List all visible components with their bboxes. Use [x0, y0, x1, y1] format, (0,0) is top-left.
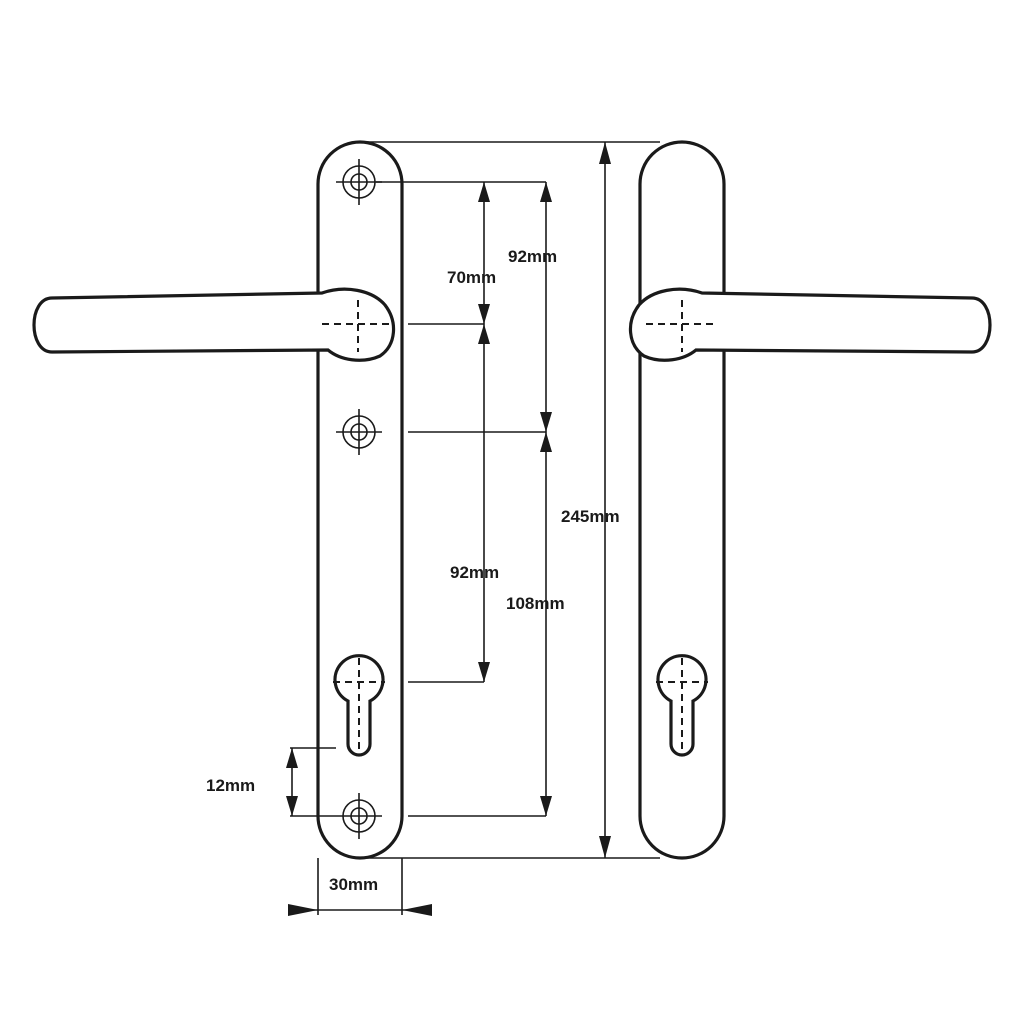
left-middle-screw: [336, 409, 382, 455]
right-cylinder-cutout: [656, 654, 708, 757]
dimension-12mm: 12mm: [206, 748, 298, 816]
label-245mm: 245mm: [561, 507, 620, 526]
right-handle-assembly: [629, 140, 992, 860]
dimension-108mm: 108mm: [506, 432, 565, 816]
dimension-70mm: 70mm: [447, 182, 496, 324]
label-30mm: 30mm: [329, 875, 378, 894]
left-handle-assembly: [32, 140, 404, 860]
label-92mm-lower: 92mm: [450, 563, 499, 582]
dimension-92mm-top: 92mm: [508, 182, 557, 432]
label-70mm: 70mm: [447, 268, 496, 287]
right-lever: [629, 287, 992, 362]
dimension-245mm: 245mm: [561, 142, 620, 858]
label-92mm-top: 92mm: [508, 247, 557, 266]
dimension-30mm: 30mm: [288, 875, 432, 916]
label-12mm: 12mm: [206, 776, 255, 795]
left-lever: [32, 287, 395, 362]
right-spindle-crosshair: [646, 300, 718, 352]
label-108mm: 108mm: [506, 594, 565, 613]
extension-lines: [290, 141, 660, 915]
left-top-screw: [336, 159, 382, 205]
dimension-92mm-lower: 92mm: [450, 324, 499, 682]
left-spindle-crosshair: [322, 300, 394, 352]
left-bottom-screw: [336, 793, 382, 839]
left-cylinder-cutout: [333, 654, 385, 757]
